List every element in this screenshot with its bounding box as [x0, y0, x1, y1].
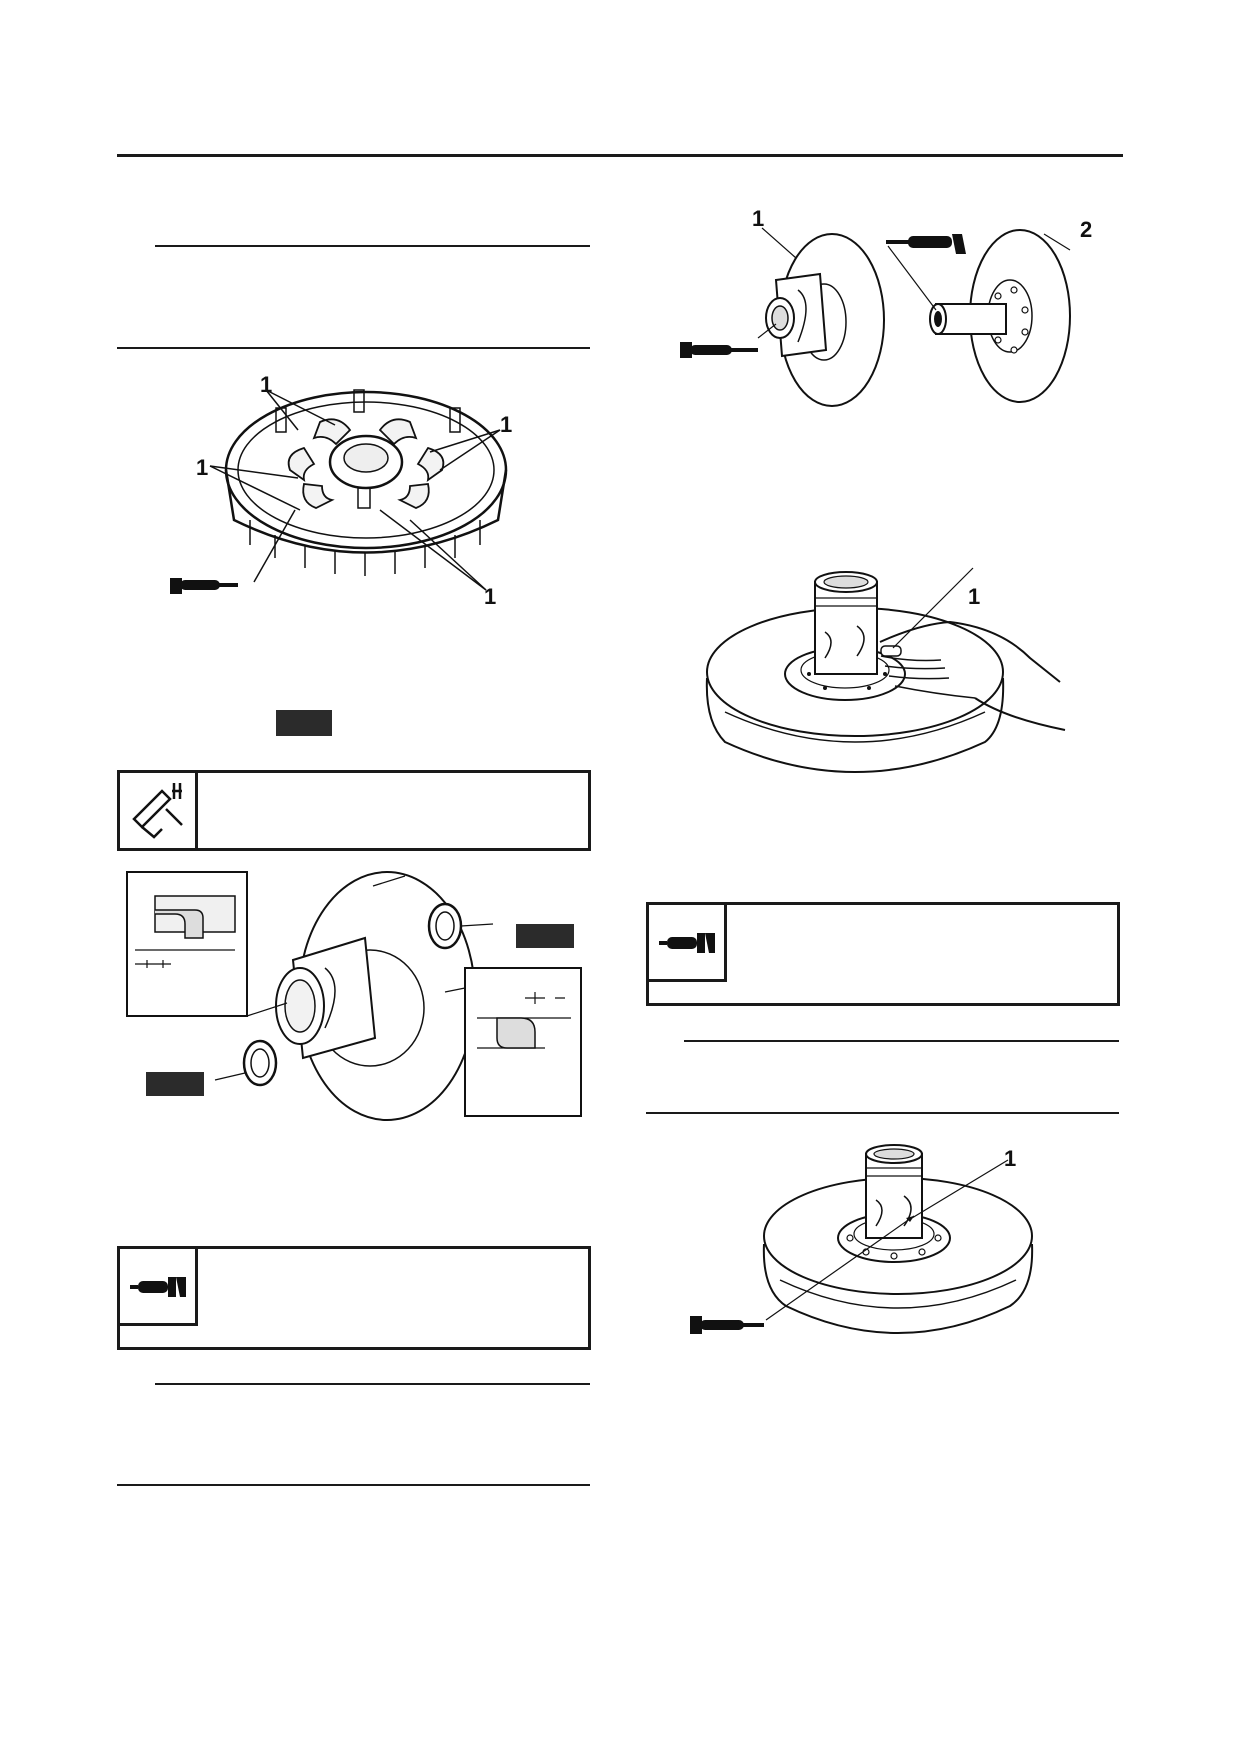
callout-2: 2: [1080, 217, 1093, 242]
caliper-icon: [132, 783, 183, 839]
figure-primary-secondary-sheaves: [680, 227, 1071, 407]
callout-1: 1: [484, 584, 497, 609]
grease-gun-icon: [130, 1277, 186, 1297]
note-bottom-rule: [117, 1484, 590, 1486]
grease-gun-icon-cell: [120, 1249, 198, 1326]
note-top-rule: [684, 1040, 1119, 1042]
spec-box-lubricant: [646, 902, 1120, 1006]
callout-1: 1: [260, 372, 273, 397]
note-top-rule: [155, 245, 590, 247]
header-rule: [117, 154, 1123, 157]
label-tag: [146, 1072, 204, 1096]
callout-1: 1: [196, 455, 209, 480]
caliper-icon-cell: [120, 773, 198, 848]
note-bottom-rule: [646, 1112, 1119, 1114]
note-bottom-rule: [117, 347, 590, 349]
spec-box-lubricant: [117, 1246, 591, 1350]
callout-1: 1: [1004, 1146, 1017, 1171]
callout-1: 1: [752, 206, 765, 231]
note-top-rule: [155, 1383, 590, 1385]
grease-gun-icon: [659, 933, 715, 953]
callout-1: 1: [968, 584, 981, 609]
figure-sheave-oil-seals: [126, 871, 582, 1121]
label-tag: [516, 924, 574, 948]
figure-secondary-fixed-sheave-weights: [170, 389, 508, 594]
callout-1: 1: [500, 412, 513, 437]
figure-guide-pin-install: [705, 567, 1066, 773]
label-tag: [276, 710, 332, 736]
figure-grease-pin-groove: [690, 1144, 1034, 1334]
spec-box-measure: [117, 770, 591, 851]
grease-gun-icon-cell: [649, 905, 727, 982]
